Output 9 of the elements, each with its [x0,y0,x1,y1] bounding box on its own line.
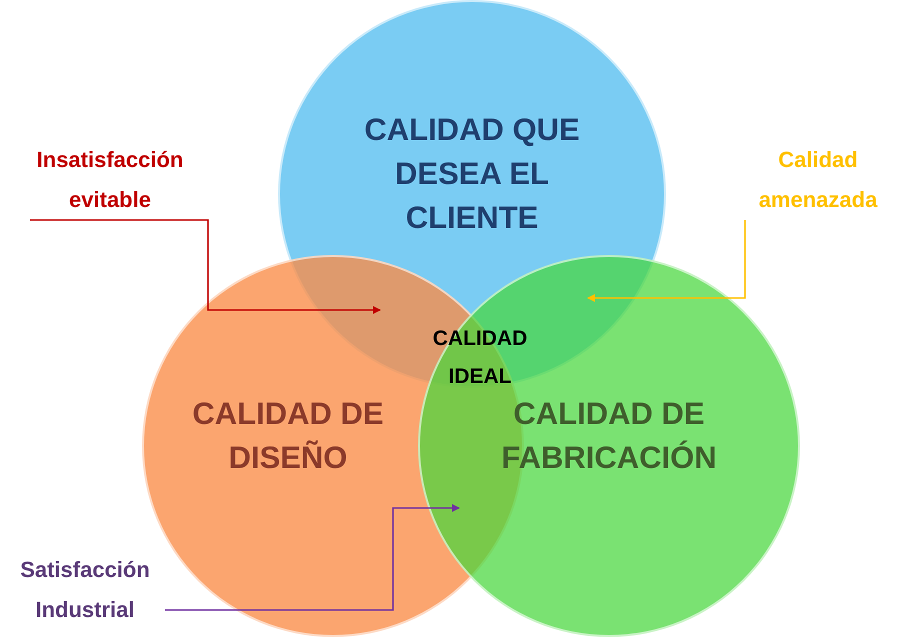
leader-arrow [165,504,460,611]
callout-text: Satisfacción Industrial [5,550,165,630]
leader-arrow [587,220,746,302]
circle-label: CALIDAD QUE DESEA EL CLIENTE [363,111,581,237]
circle-label: CALIDAD DE DISEÑO [191,395,385,477]
leader-arrow [30,219,381,314]
callout-text: Insatisfacción evitable [20,140,200,220]
circle-label: CALIDAD DE FABRICACIÓN [500,395,718,477]
callout-text: Calidad amenazada [735,140,901,220]
